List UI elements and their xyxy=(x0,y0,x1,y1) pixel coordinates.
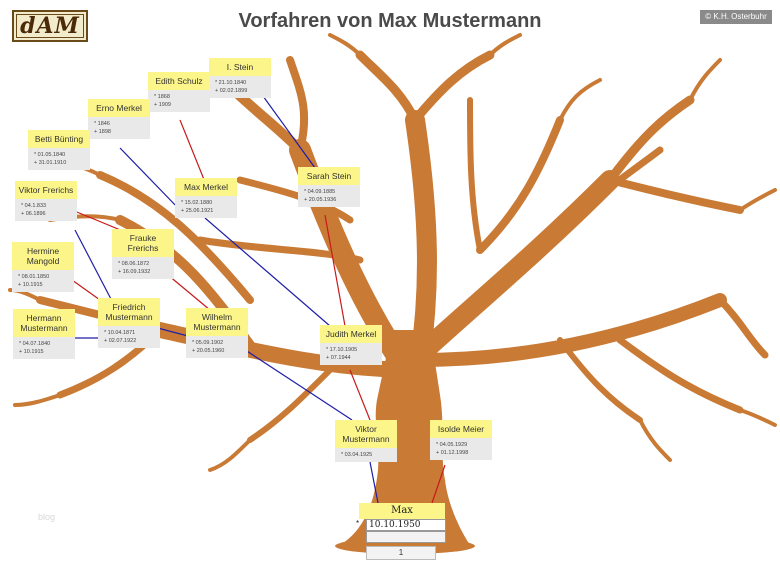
person-card-hermine-mangold[interactable]: Hermine Mangold * 08.01.1850+ 10.1915 xyxy=(12,242,74,292)
person-card-erno-merkel[interactable]: Erno Merkel * 1846+ 1898 xyxy=(88,99,150,139)
person-card-isolde-meier[interactable]: Isolde Meier * 04.05.1929+ 01.12.1998 xyxy=(430,420,492,460)
person-dates: * 03.04.1925 xyxy=(335,448,397,462)
person-dates: * 04.09.1885+ 20.05.1936 xyxy=(298,185,360,207)
person-card-friedrich-mustermann[interactable]: Friedrich Mustermann * 10.04.1871+ 02.07… xyxy=(98,298,160,348)
copyright-badge: © K.H. Osterbuhr xyxy=(700,10,772,24)
person-card-sarah-stein[interactable]: Sarah Stein * 04.09.1885+ 20.05.1936 xyxy=(298,167,360,207)
logo: dAM xyxy=(12,10,88,42)
person-dates: * 1846+ 1898 xyxy=(88,117,150,139)
person-dates: * 10.04.1871+ 02.07.1922 xyxy=(98,326,160,348)
root-death-field[interactable] xyxy=(366,531,446,543)
person-name: Max Merkel xyxy=(175,178,237,196)
person-name: Frauke Frerichs xyxy=(112,229,174,257)
person-card-viktor-mustermann[interactable]: Viktor Mustermann * 03.04.1925 xyxy=(335,420,397,462)
person-card-edith-schulz[interactable]: Edith Schulz * 1868+ 1909 xyxy=(148,72,210,112)
watermark: blog xyxy=(38,512,56,522)
person-card-judith-merkel[interactable]: Judith Merkel * 17.10.1905+ 07.1944 xyxy=(320,325,382,365)
person-name: Viktor Frerichs xyxy=(15,181,77,199)
person-name: Friedrich Mustermann xyxy=(98,298,160,326)
person-name: Judith Merkel xyxy=(320,325,382,343)
person-name: Hermann Mustermann xyxy=(13,309,75,337)
person-dates: * 21.10.1840+ 02.02.1899 xyxy=(209,76,271,98)
person-name: Edith Schulz xyxy=(148,72,210,90)
person-dates: * 01.05.1840+ 31.01.1910 xyxy=(28,148,90,170)
person-card-betti-buenting[interactable]: Betti Bünting * 01.05.1840+ 31.01.1910 xyxy=(28,130,90,170)
person-dates: * 1868+ 1909 xyxy=(148,90,210,112)
person-card-stein[interactable]: I. Stein * 21.10.1840+ 02.02.1899 xyxy=(209,58,271,98)
page-title: Vorfahren von Max Mustermann xyxy=(238,10,542,32)
person-name: Betti Bünting xyxy=(28,130,90,148)
root-birth-field[interactable]: 10.10.1950 xyxy=(366,519,446,531)
person-card-wilhelm-mustermann[interactable]: Wilhelm Mustermann * 05.09.1902+ 20.05.1… xyxy=(186,308,248,358)
person-name: Isolde Meier xyxy=(430,420,492,438)
person-name: Sarah Stein xyxy=(298,167,360,185)
person-name: Hermine Mangold xyxy=(12,242,74,270)
person-dates: * 04.05.1929+ 01.12.1998 xyxy=(430,438,492,460)
page-number-field[interactable]: 1 xyxy=(366,546,436,560)
person-card-viktor-frerichs[interactable]: Viktor Frerichs * 04.1.833+ 06.1896 xyxy=(15,181,77,221)
person-dates: * 15.02.1880+ 25.06.1921 xyxy=(175,196,237,218)
person-card-frauke-frerichs[interactable]: Frauke Frerichs * 08.06.1872+ 16.09.1932 xyxy=(112,229,174,279)
person-name: Wilhelm Mustermann xyxy=(186,308,248,336)
root-person-name[interactable]: Max Mustermann xyxy=(359,503,445,532)
birth-star-icon: * xyxy=(356,519,360,528)
person-dates: * 04.07.1840+ 10.1915 xyxy=(13,337,75,359)
person-card-hermann-mustermann[interactable]: Hermann Mustermann * 04.07.1840+ 10.1915 xyxy=(13,309,75,359)
person-dates: * 17.10.1905+ 07.1944 xyxy=(320,343,382,365)
person-dates: * 05.09.1902+ 20.05.1960 xyxy=(186,336,248,358)
person-card-max-merkel[interactable]: Max Merkel * 15.02.1880+ 25.06.1921 xyxy=(175,178,237,218)
person-name: I. Stein xyxy=(209,58,271,76)
person-dates: * 04.1.833+ 06.1896 xyxy=(15,199,77,221)
person-name: Viktor Mustermann xyxy=(335,420,397,448)
person-dates: * 08.06.1872+ 16.09.1932 xyxy=(112,257,174,279)
person-dates: * 08.01.1850+ 10.1915 xyxy=(12,270,74,292)
person-name: Erno Merkel xyxy=(88,99,150,117)
